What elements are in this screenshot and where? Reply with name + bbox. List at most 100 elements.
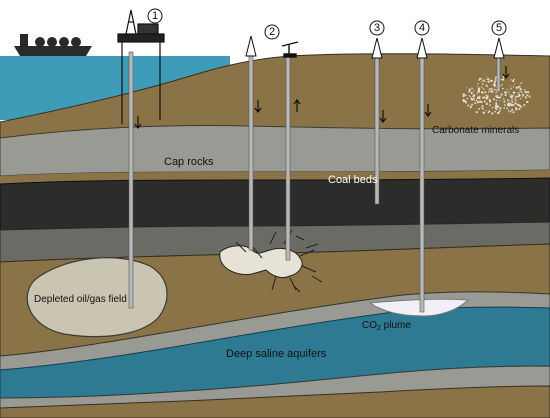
carbonate-dot bbox=[500, 93, 503, 96]
carbonate-dot bbox=[515, 95, 518, 98]
carbonate-dot bbox=[470, 97, 473, 100]
well-1-number: 1 bbox=[152, 10, 158, 22]
carbonate-dot bbox=[512, 86, 515, 88]
carbonate-dot bbox=[495, 102, 497, 105]
carbonate-dot bbox=[493, 83, 496, 86]
carbonate-dot bbox=[522, 94, 525, 96]
carbonate-dot bbox=[499, 100, 501, 102]
carbonate-dot bbox=[484, 91, 487, 94]
offshore-platform bbox=[117, 9, 165, 124]
upper-brown-layer bbox=[0, 170, 550, 184]
well-2-pipe-left bbox=[248, 53, 254, 251]
carbonate-dot bbox=[482, 83, 484, 85]
carbonate-dot bbox=[519, 105, 522, 108]
carbonate-minerals-label: Carbonate minerals bbox=[432, 125, 519, 136]
carbonate-dot bbox=[526, 100, 529, 104]
coal-beds-layer bbox=[0, 177, 550, 231]
carbonate-dot bbox=[519, 91, 521, 93]
carbonate-dot bbox=[512, 91, 515, 94]
carbonate-dot bbox=[486, 86, 489, 88]
carbonate-dot bbox=[510, 87, 512, 90]
carbonate-dot bbox=[512, 80, 515, 83]
carbonate-dot bbox=[494, 111, 496, 113]
carbonate-dot bbox=[512, 111, 515, 114]
carbonate-dot bbox=[464, 94, 467, 97]
carbonate-dot bbox=[473, 97, 475, 100]
carbonate-dot bbox=[523, 89, 526, 91]
carbonate-dot bbox=[482, 79, 485, 82]
co2-plume-label-tail: plume bbox=[381, 320, 411, 331]
carbonate-dot bbox=[501, 84, 503, 86]
carbonate-dot bbox=[464, 100, 466, 102]
carbonate-dot bbox=[511, 98, 513, 101]
carbonate-dot bbox=[513, 78, 515, 81]
carbonate-dot bbox=[480, 78, 483, 80]
carbonate-dot bbox=[476, 85, 478, 87]
carbonate-dot bbox=[522, 95, 524, 97]
carbonate-dot bbox=[517, 95, 519, 98]
carbonate-dot bbox=[482, 88, 485, 90]
carbonate-dot bbox=[488, 89, 490, 91]
carbonate-dot bbox=[476, 96, 480, 100]
carbonate-dot bbox=[517, 92, 519, 94]
carbonate-dot bbox=[517, 86, 519, 89]
carbonate-dot bbox=[507, 105, 509, 107]
carbonate-dot bbox=[509, 89, 511, 91]
carbonate-dot bbox=[462, 98, 465, 101]
carbonate-dot bbox=[517, 103, 520, 107]
carbonate-dot bbox=[486, 76, 488, 78]
carbonate-dot bbox=[503, 107, 506, 109]
carbonate-dot bbox=[495, 95, 497, 97]
well-3-number: 3 bbox=[374, 22, 380, 34]
carbonate-dot bbox=[494, 106, 498, 109]
carbonate-dot bbox=[495, 92, 497, 94]
carbonate-dot bbox=[506, 107, 508, 110]
deep-saline-label: Deep saline aquifers bbox=[226, 348, 327, 360]
carbonate-dot bbox=[478, 77, 482, 80]
carbonate-dot bbox=[526, 94, 529, 97]
carbonate-dot bbox=[504, 93, 507, 97]
well-1-pipe bbox=[128, 51, 134, 309]
carbonate-dot bbox=[489, 100, 492, 103]
carbonate-dot bbox=[488, 91, 490, 93]
carbonate-dot bbox=[493, 88, 496, 91]
carbonate-dot bbox=[499, 107, 501, 109]
carbonate-dot bbox=[501, 78, 505, 81]
co2-plume-label: CO2 plume bbox=[362, 320, 411, 332]
carbonate-dot bbox=[468, 95, 470, 97]
carbonate-dot bbox=[514, 83, 516, 85]
carbonate-dot bbox=[509, 102, 511, 105]
well-5-number: 5 bbox=[496, 22, 502, 34]
carbonate-dot bbox=[476, 101, 479, 104]
carbonate-dot bbox=[462, 93, 465, 96]
carbonate-dot bbox=[466, 87, 468, 89]
carbonate-dot bbox=[489, 104, 491, 107]
carbonate-dot bbox=[515, 86, 518, 89]
carbonate-dot bbox=[519, 98, 522, 100]
carbonate-dot bbox=[513, 104, 515, 106]
carbonate-dot bbox=[510, 85, 512, 87]
cap-rocks-label: Cap rocks bbox=[164, 156, 214, 168]
carbonate-dot bbox=[492, 84, 494, 86]
carbonate-dot bbox=[519, 88, 522, 91]
carbonate-dot bbox=[520, 82, 522, 85]
carbonate-dot bbox=[482, 96, 484, 99]
carbonate-dot bbox=[510, 103, 513, 106]
well-5-circle bbox=[491, 20, 507, 36]
well-4-pipe bbox=[419, 57, 425, 313]
carbonate-dot bbox=[511, 108, 514, 111]
carbonate-dot bbox=[481, 91, 484, 94]
carbonate-dot bbox=[487, 80, 490, 83]
bottom-brown-layer bbox=[0, 385, 550, 418]
well-2-pipe-right bbox=[285, 55, 291, 261]
carbonate-dot bbox=[492, 98, 494, 100]
carbonate-dot bbox=[515, 100, 517, 102]
carbonate-dot bbox=[491, 106, 494, 109]
carbonate-dot bbox=[510, 79, 512, 81]
carbonate-dot bbox=[487, 77, 490, 81]
carbonate-dot bbox=[476, 92, 478, 94]
well-4-circle bbox=[414, 20, 430, 36]
carbonate-dot bbox=[480, 107, 483, 109]
carbonate-dot bbox=[477, 96, 479, 98]
carbonate-dot bbox=[488, 110, 491, 113]
